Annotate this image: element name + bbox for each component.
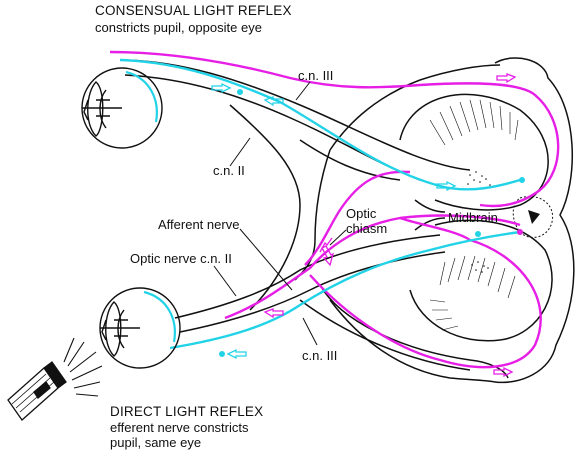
retina-lower (143, 290, 176, 343)
light-rays-icon (63, 337, 103, 397)
direct-reflex-description-1: efferent nerve constricts (110, 420, 249, 435)
flashlight-icon (7, 361, 67, 421)
cn3-bottom-label: c.n. III (302, 348, 338, 363)
cn2-label: c.n. II (213, 163, 245, 178)
eye-icon (99, 287, 181, 369)
direct-reflex-description-2: pupil, same eye (110, 435, 202, 450)
efferent-pathway (109, 50, 560, 369)
nucleus-stipple (467, 171, 491, 273)
afferent-nerve-label: Afferent nerve (158, 217, 240, 232)
direct-reflex-title: DIRECT LIGHT REFLEX (110, 404, 264, 419)
optic-chiasm-label-line1: Optic (346, 206, 377, 221)
cn3-top-label: c.n. III (298, 68, 334, 83)
synapse-dots (219, 89, 525, 357)
optic-nerve-label: Optic nerve c.n. II (130, 251, 232, 266)
arrow-icon (211, 73, 517, 378)
cortex-hatching (429, 99, 519, 331)
aqueduct-icon (512, 196, 554, 238)
eye-icon (81, 67, 163, 149)
optic-chiasm-label-line2: chiasm (346, 221, 388, 236)
neural-pathway-outline (119, 57, 575, 384)
consensual-reflex-description: constricts pupil, opposite eye (95, 20, 262, 35)
midbrain-label: Midbrain (448, 210, 498, 225)
retina-upper (125, 70, 158, 123)
afferent-pathway (119, 58, 521, 350)
consensual-reflex-title: CONSENSUAL LIGHT REFLEX (95, 3, 292, 18)
